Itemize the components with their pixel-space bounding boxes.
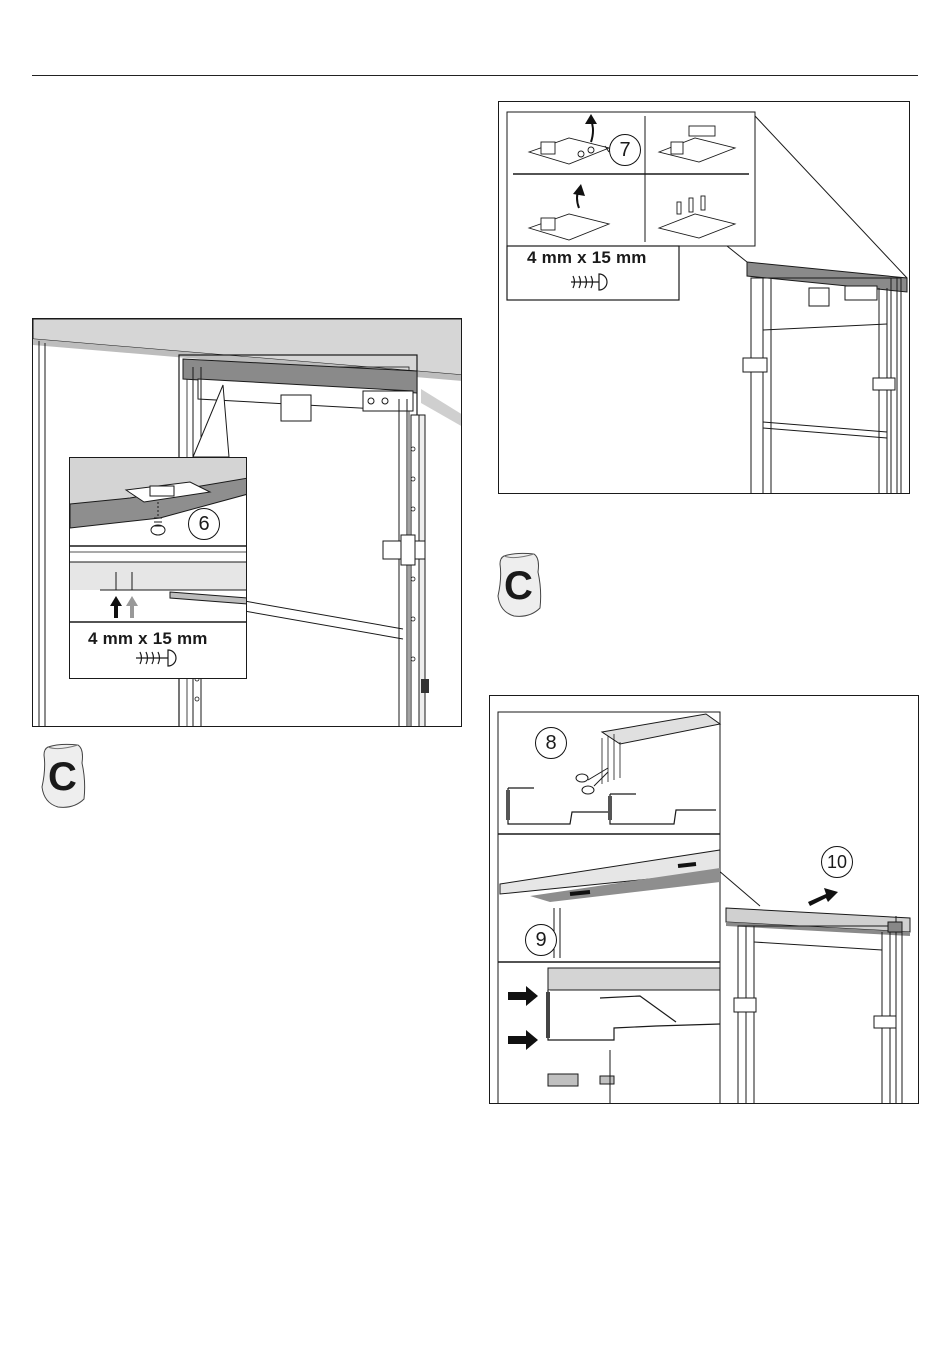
screw-size-label: 4 mm x 15 mm: [527, 248, 647, 268]
screw-size-label: 4 mm x 15 mm: [88, 629, 208, 649]
callout-7: 7: [609, 134, 641, 166]
figure-screw-top-panel: 6 4 mm x 15 mm: [32, 318, 462, 727]
callout-8: 8: [535, 727, 567, 759]
callout-6: 6: [188, 508, 220, 540]
callout-9: 9: [525, 924, 557, 956]
bag-letter: C: [504, 564, 533, 609]
top-rule: [32, 75, 918, 76]
parts-bag-c: C: [40, 741, 88, 811]
bag-letter: C: [48, 755, 77, 800]
parts-bag-c: C: [496, 550, 544, 620]
figure-1-inset: 6 4 mm x 15 mm: [69, 457, 247, 679]
figure-trim-strip: 8 9 10: [489, 695, 919, 1104]
figure-hinge-adjust: 7 4 mm x 15 mm: [498, 101, 910, 494]
figure-2-drawing: [499, 102, 910, 494]
callout-10: 10: [821, 846, 853, 878]
